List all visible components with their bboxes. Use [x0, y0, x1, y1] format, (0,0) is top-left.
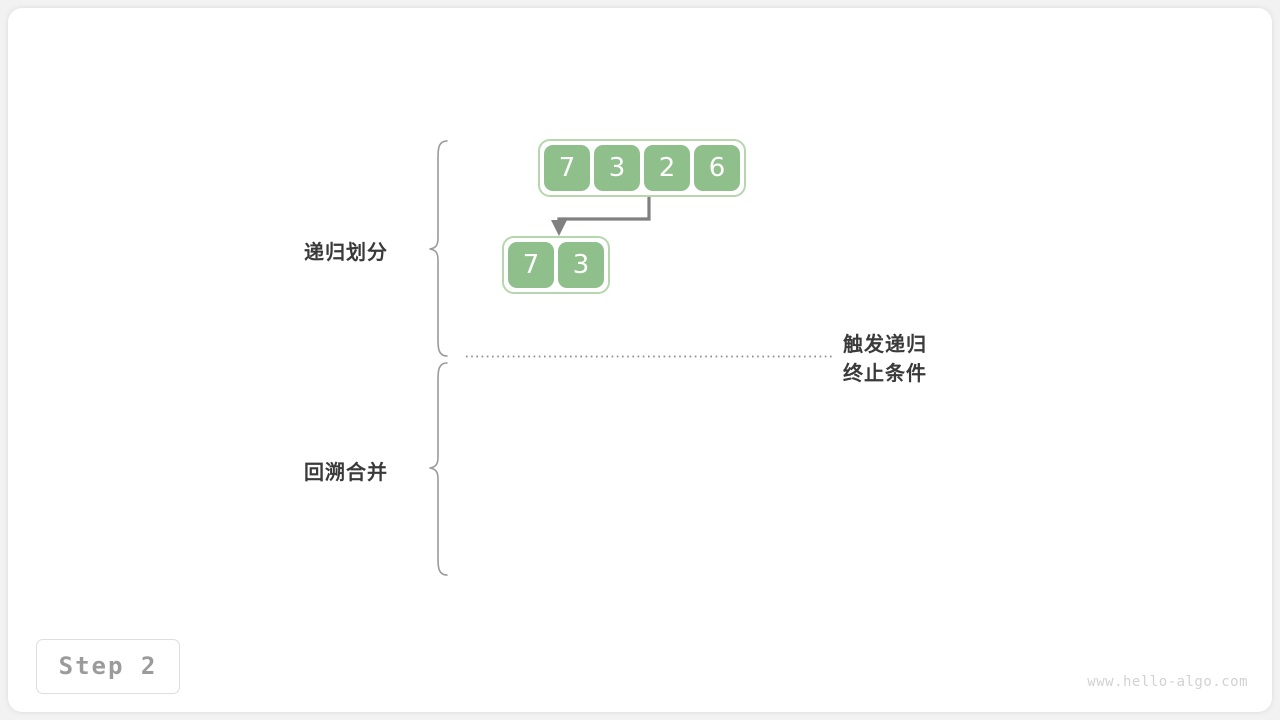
recursion-arrowhead	[551, 220, 567, 236]
step-badge: Step 2	[36, 639, 180, 694]
array-cell: 3	[594, 145, 640, 191]
group-label-divide: 递归划分	[304, 242, 388, 264]
array-cell: 7	[544, 145, 590, 191]
original-array: 7 3 2 6	[538, 139, 746, 197]
terminate-condition-note: 触发递归 终止条件	[843, 331, 927, 389]
group-label-merge: 回溯合并	[304, 462, 388, 484]
watermark: www.hello-algo.com	[1087, 674, 1248, 690]
terminate-note-line-1: 触发递归	[843, 334, 927, 356]
recursion-split-arrow	[557, 196, 651, 224]
brace-divide	[429, 140, 448, 357]
brace-merge	[429, 362, 448, 576]
array-cell: 6	[694, 145, 740, 191]
diagram-card	[8, 8, 1272, 712]
array-cell: 7	[508, 242, 554, 288]
terminate-note-line-2: 终止条件	[843, 363, 927, 385]
array-cell: 2	[644, 145, 690, 191]
left-subarray: 7 3	[502, 236, 610, 294]
array-cell: 3	[558, 242, 604, 288]
